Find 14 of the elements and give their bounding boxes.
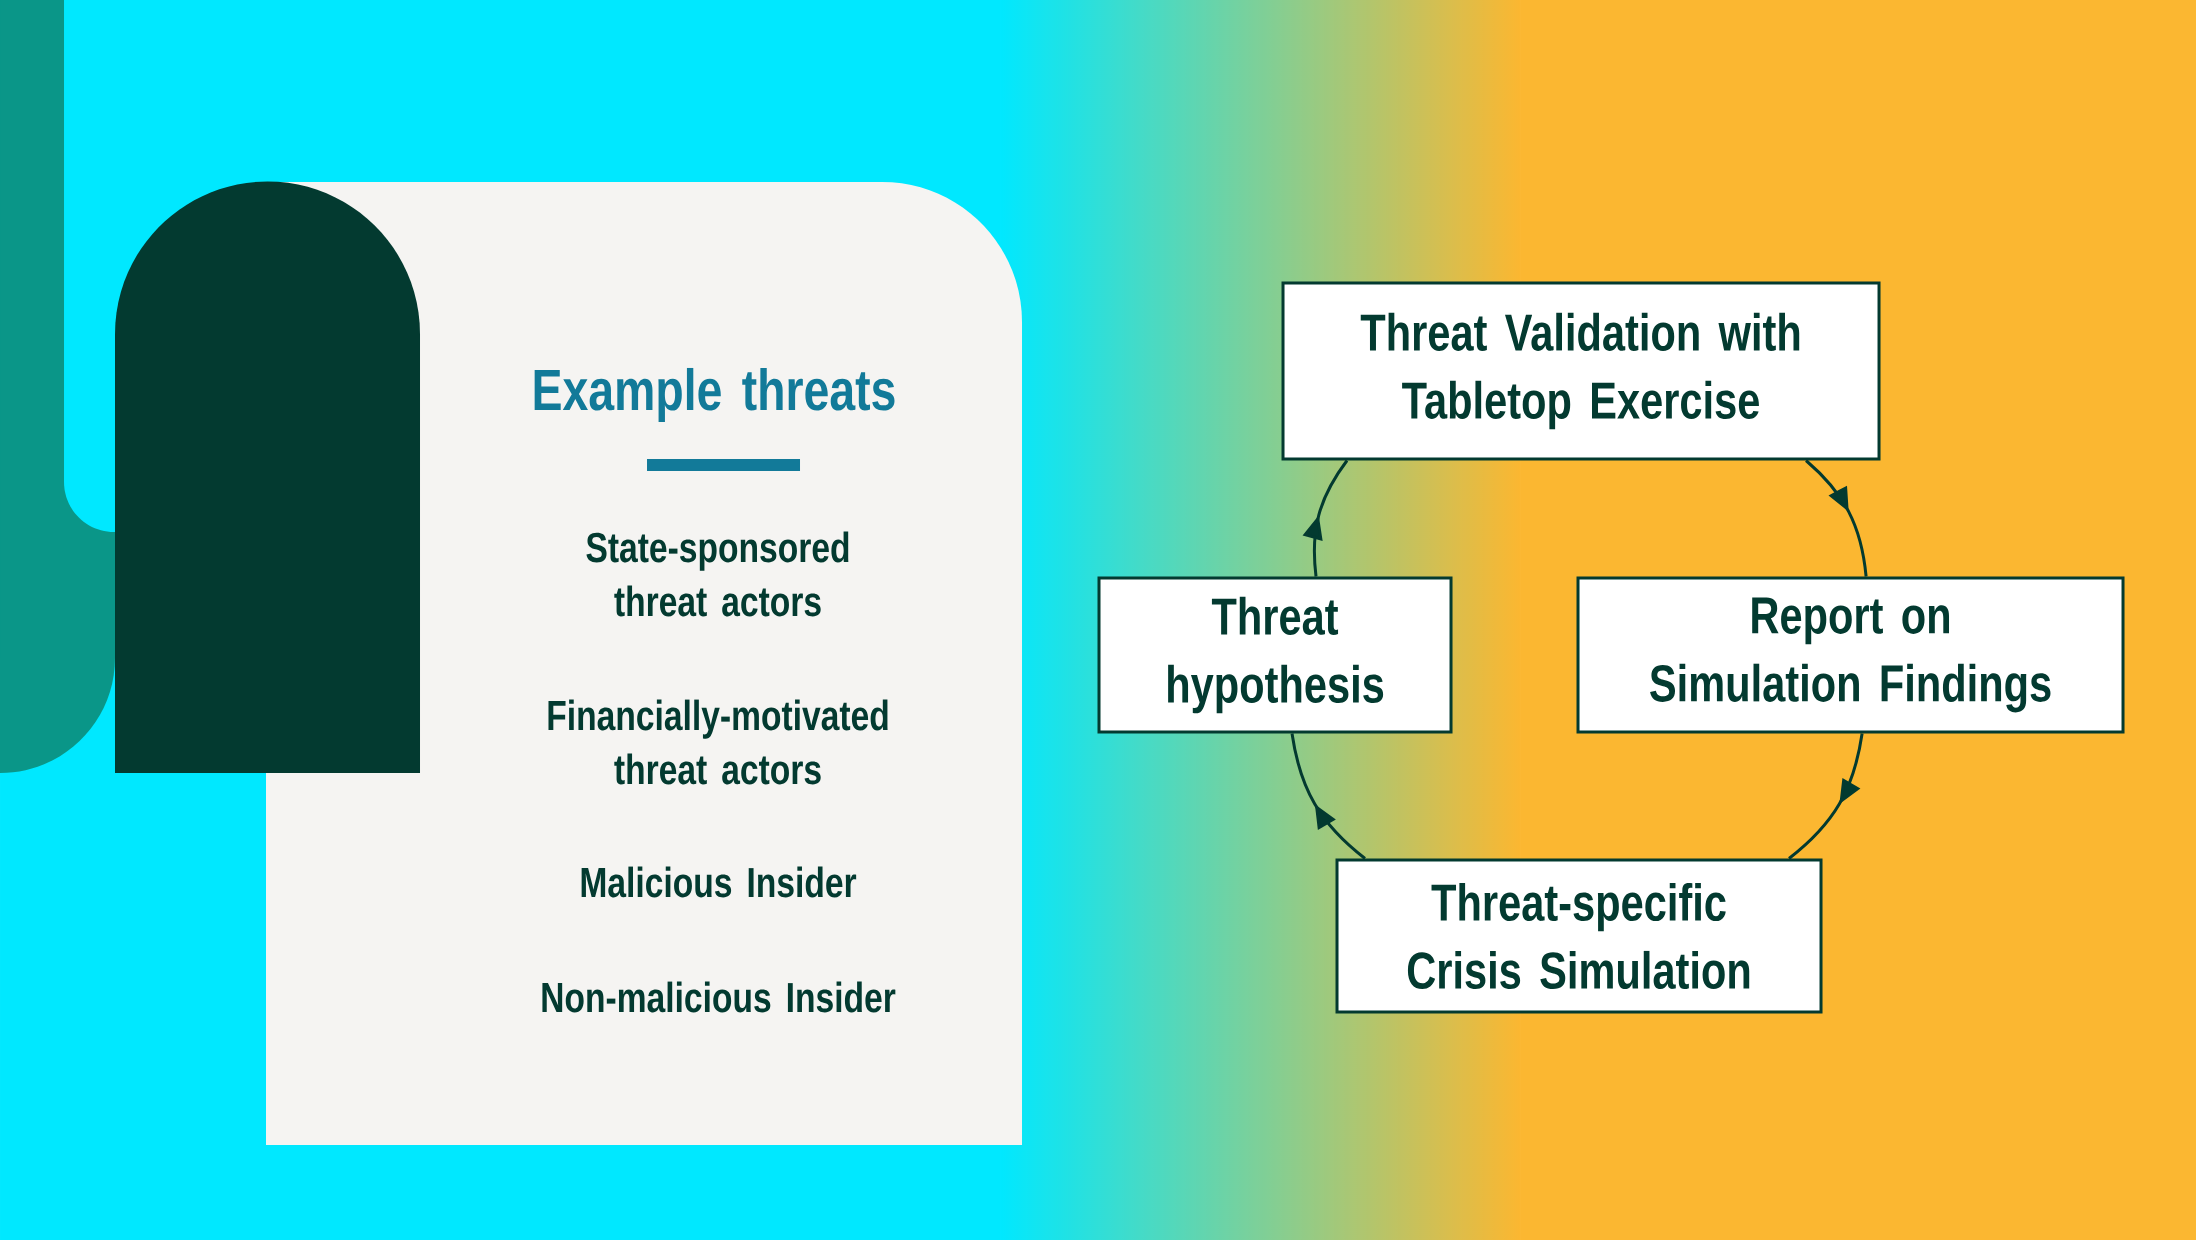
arrow xyxy=(1805,459,1868,577)
process-box: Threat hypothesis xyxy=(1097,576,1453,734)
list-item: Non-malicious Insider xyxy=(542,981,896,1013)
arrow xyxy=(1788,733,1864,860)
list-item: Financially-motivated threat actors xyxy=(548,699,888,785)
list-item: State-sponsored threat actors xyxy=(586,531,849,617)
list-item: Malicious Insider xyxy=(581,866,857,898)
arrow xyxy=(1302,459,1349,577)
arrow xyxy=(1290,733,1366,860)
process-box: Report on Simulation Findings xyxy=(1576,576,2125,734)
process-box: Threat-specific Crisis Simulation xyxy=(1335,858,1823,1014)
card xyxy=(115,181,1022,1145)
card-title: Example threats xyxy=(534,367,895,423)
process-box: Threat Validation with Tabletop Exercise xyxy=(1281,281,1881,461)
